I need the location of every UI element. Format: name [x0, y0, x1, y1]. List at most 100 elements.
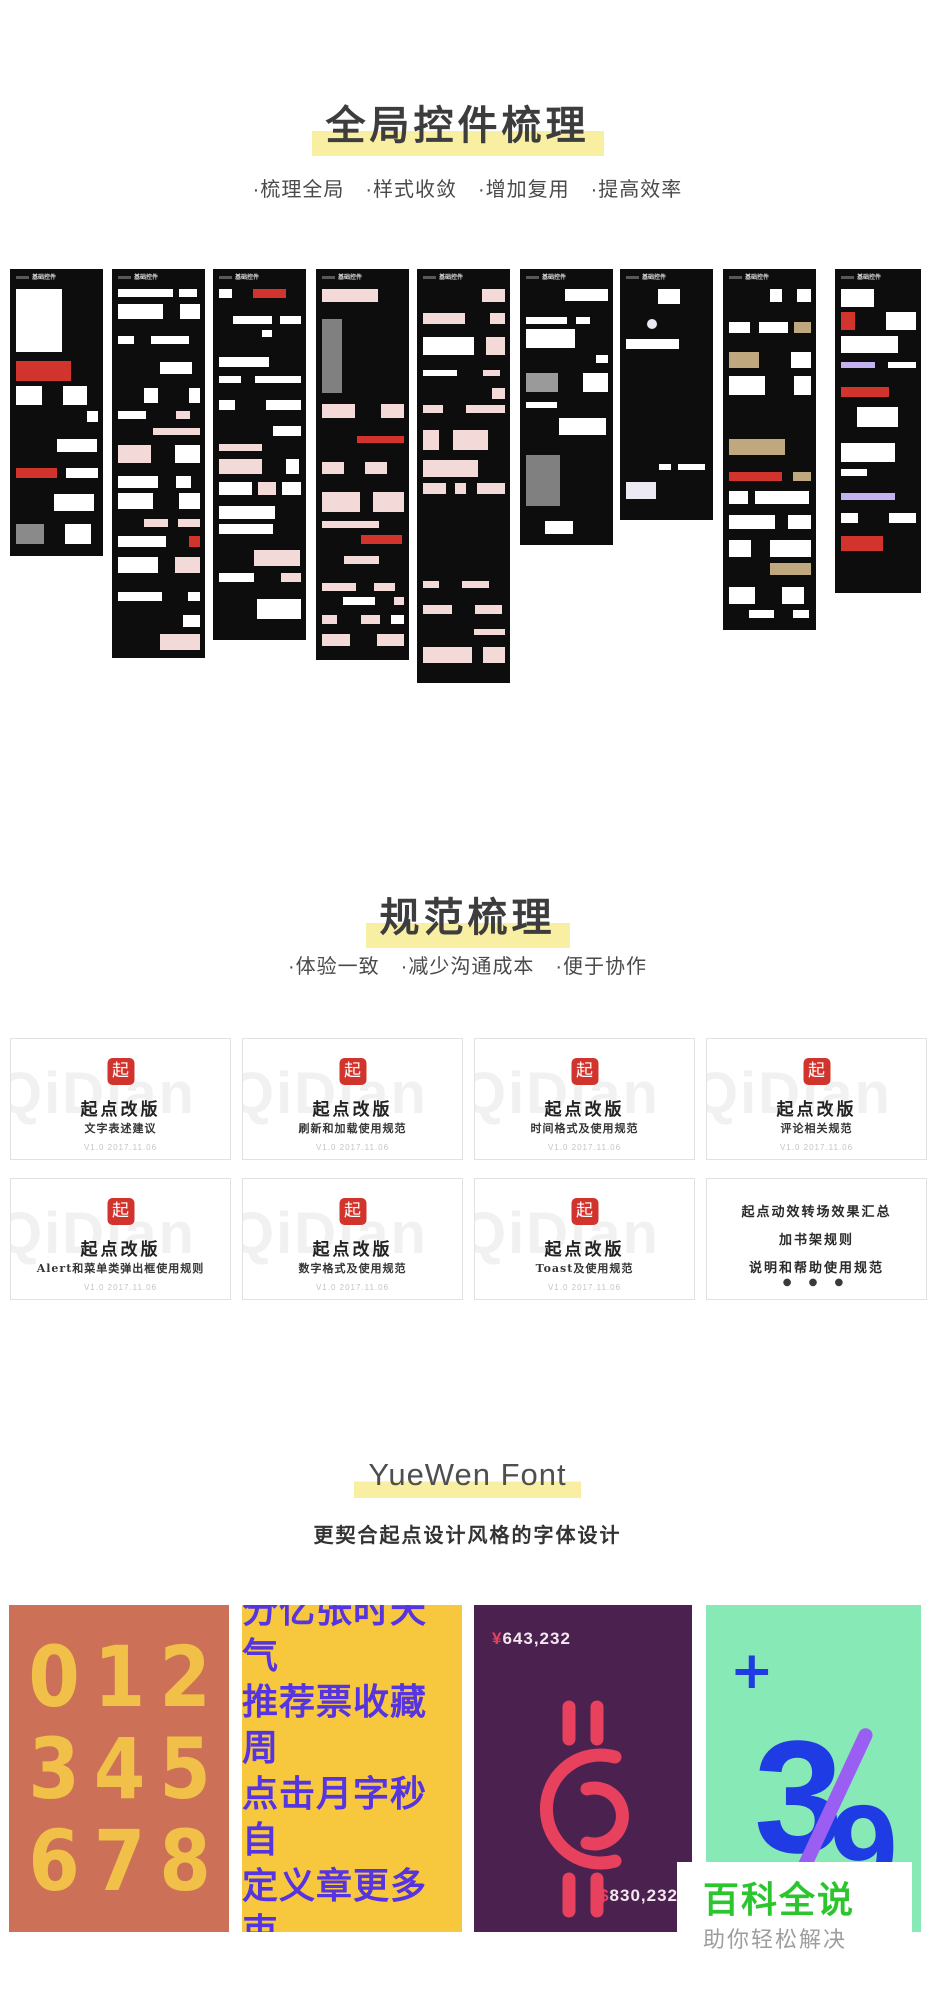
spec-card-version: V1.0 2017.11.06: [83, 1143, 158, 1152]
ui-component-thumbnail: [526, 317, 567, 324]
ui-component-thumbnail: [888, 362, 916, 368]
ui-component-thumbnail: [841, 312, 855, 330]
spec-card-title: 起点改版: [80, 1100, 161, 1120]
ui-component-thumbnail: [857, 407, 898, 427]
ui-component-thumbnail: [466, 405, 505, 413]
ui-component-thumbnail: [188, 592, 200, 601]
ui-component-thumbnail: [153, 428, 200, 435]
ui-component-thumbnail: [482, 289, 505, 302]
ui-component-thumbnail: [219, 482, 252, 495]
spec-card-subtitle: 数字格式及使用规范: [298, 1262, 407, 1275]
sheet-header-label: 基础控件: [729, 275, 769, 281]
ellipsis-dots: ● ● ●: [782, 1277, 851, 1288]
qidian-watermark-text: QiDian: [10, 1061, 196, 1126]
summary-line: 加书架规则: [778, 1233, 854, 1248]
ui-component-thumbnail: [118, 493, 153, 509]
summary-line: 说明和帮助使用规范: [748, 1261, 884, 1276]
ui-component-thumbnail: [219, 573, 254, 582]
price-label-bottom: $830,232: [599, 1886, 678, 1906]
digit-line: 012: [28, 1627, 226, 1726]
spec-card-subtitle: 评论相关规范: [780, 1122, 853, 1135]
spec-card: QiDian 起 起点改版 Alert和菜单类弹出框使用规则 V1.0 2017…: [10, 1178, 231, 1300]
price-amount: 830,232: [609, 1886, 678, 1905]
sheet-header-text: 基础控件: [857, 275, 882, 281]
ui-component-thumbnail: [841, 493, 895, 500]
component-sheet: 基础控件: [723, 269, 816, 630]
ui-component-thumbnail: [545, 521, 573, 534]
ui-component-thumbnail: [423, 483, 446, 494]
ui-component-thumbnail: [118, 336, 134, 344]
ui-component-thumbnail: [57, 439, 97, 452]
sheet-header-text: 基础控件: [745, 275, 770, 281]
spec-card: QiDian 起 起点改版 评论相关规范 V1.0 2017.11.06: [706, 1038, 927, 1160]
site-logo-text: 百科全说: [703, 1879, 856, 1920]
ui-component-thumbnail: [262, 330, 272, 337]
ui-component-thumbnail: [280, 316, 301, 324]
ui-component-thumbnail: [841, 536, 883, 551]
component-sheet: 基础控件: [213, 269, 306, 640]
ui-component-thumbnail: [16, 468, 57, 478]
ui-component-thumbnail: [254, 550, 300, 566]
ui-component-thumbnail: [219, 444, 262, 451]
sheet-header-dim-mark: [526, 275, 539, 279]
ui-component-thumbnail: [889, 513, 916, 523]
qidian-watermark-text: QiDian: [10, 1201, 196, 1266]
qidian-seal-icon: 起: [339, 1058, 366, 1085]
sheet-header-text: 基础控件: [338, 275, 363, 281]
qidian-seal-icon: 起: [803, 1058, 830, 1085]
ui-component-thumbnail: [841, 387, 889, 397]
ui-component-thumbnail: [322, 583, 356, 591]
ui-component-thumbnail: [118, 445, 151, 463]
ui-component-thumbnail: [281, 573, 301, 582]
ui-component-thumbnail: [793, 472, 811, 481]
sheet-header-dim-mark: [423, 275, 436, 279]
ui-component-thumbnail: [266, 400, 301, 410]
qidian-seal-icon: 起: [571, 1198, 598, 1225]
ui-component-thumbnail: [490, 313, 505, 324]
ui-component-thumbnail: [486, 337, 505, 355]
ui-component-thumbnail: [144, 519, 168, 527]
ui-component-thumbnail: [794, 322, 811, 333]
yuan-symbol: ¥: [492, 1629, 503, 1648]
ui-component-thumbnail: [770, 563, 811, 575]
ui-component-thumbnail: [233, 316, 272, 324]
ui-component-thumbnail: [423, 337, 474, 355]
ui-component-thumbnail: [189, 536, 200, 547]
ui-component-thumbnail: [455, 483, 466, 494]
ui-component-thumbnail: [63, 386, 87, 405]
spec-card: QiDian 起 起点改版 刷新和加载使用规范 V1.0 2017.11.06: [242, 1038, 463, 1160]
ui-component-thumbnail: [794, 376, 811, 395]
ui-component-thumbnail: [729, 515, 775, 529]
ui-component-thumbnail: [626, 482, 656, 499]
sheet-header-label: 基础控件: [322, 275, 362, 281]
qidian-watermark-text: QiDian: [474, 1061, 660, 1126]
spec-card-subtitle: 刷新和加载使用规范: [298, 1122, 407, 1135]
ui-component-thumbnail: [16, 386, 42, 405]
ui-component-thumbnail: [423, 370, 457, 376]
ui-component-thumbnail: [361, 615, 380, 624]
qidian-watermark-text: QiDian: [474, 1201, 660, 1266]
ui-component-thumbnail: [16, 361, 71, 381]
ui-component-thumbnail: [151, 336, 189, 344]
ui-component-thumbnail: [357, 436, 404, 443]
hanzi-line: 定义章更多束: [242, 1865, 428, 1933]
ui-component-thumbnail: [176, 411, 190, 419]
ui-component-thumbnail: [841, 513, 858, 523]
ui-component-thumbnail: [841, 362, 875, 368]
digit-line: 345: [28, 1719, 226, 1818]
ui-component-thumbnail: [322, 289, 378, 302]
ui-component-thumbnail: [462, 581, 489, 588]
component-sheet: 基础控件: [835, 269, 921, 593]
spec-card-subtitle: Alert和菜单类弹出框使用规则: [36, 1262, 205, 1275]
sheet-header-label: 基础控件: [219, 275, 259, 281]
ui-component-thumbnail: [729, 322, 750, 333]
font-specimen-digits-card: 012 345 678: [9, 1605, 229, 1932]
ui-component-thumbnail: [258, 482, 276, 495]
ui-component-thumbnail: [729, 472, 782, 481]
ui-component-thumbnail: [87, 411, 98, 422]
ui-component-thumbnail: [886, 312, 916, 330]
ui-component-thumbnail: [365, 462, 387, 474]
sheet-header-text: 基础控件: [32, 275, 57, 281]
spec-card: QiDian 起 起点改版 时间格式及使用规范 V1.0 2017.11.06: [474, 1038, 695, 1160]
ui-component-thumbnail: [189, 388, 200, 403]
